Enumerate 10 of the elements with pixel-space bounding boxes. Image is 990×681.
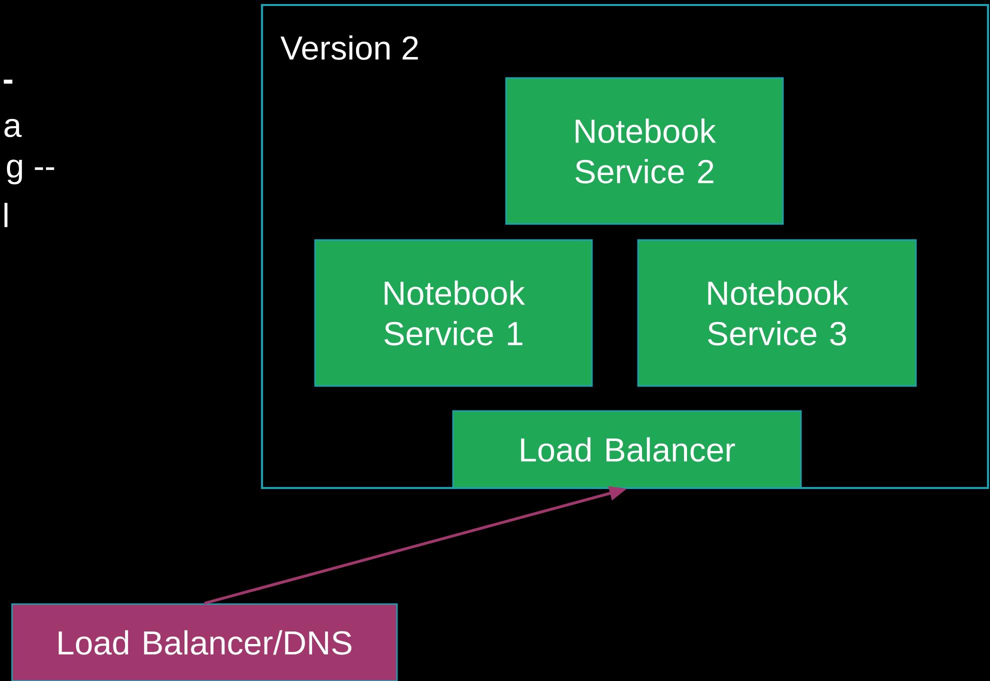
cut-off-text: - bbox=[4, 80, 12, 84]
service-box: Notebook Service 2 bbox=[505, 77, 784, 225]
cut-off-text: l bbox=[4, 202, 8, 228]
frame-title: Version 2 bbox=[280, 35, 418, 60]
service-box: Notebook Service 3 bbox=[637, 239, 917, 387]
cut-off-text: a bbox=[4, 118, 22, 138]
service-box: Notebook Service 1 bbox=[314, 239, 593, 387]
cut-off-text: g -- bbox=[6, 160, 54, 184]
load-balancer-box: Load Balancer bbox=[452, 410, 802, 489]
load-balancer-box: Load Balancer/DNS bbox=[11, 603, 398, 681]
